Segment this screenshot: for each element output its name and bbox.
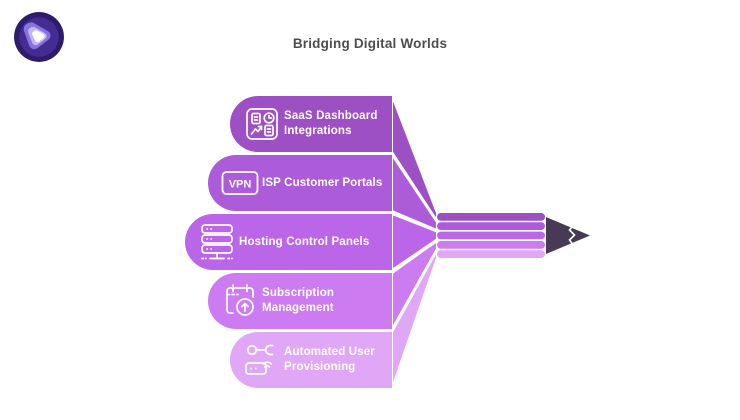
item-isp-customer-portals: VPN ISP Customer Portals	[208, 155, 392, 211]
item-automated-user-provisioning: Automated User Provisioning	[230, 332, 392, 388]
server-stack-icon	[195, 222, 239, 262]
brand-logo-graphic	[14, 12, 64, 62]
item-label: Automated User Provisioning	[284, 346, 375, 373]
brand-logo	[13, 11, 65, 63]
item-saas-dashboard-integrations: SaaS Dashboard Integrations	[230, 96, 392, 152]
pencil-stripe-5	[437, 250, 545, 258]
item-label: Hosting Control Panels	[239, 235, 370, 248]
pencil-tip	[546, 217, 590, 254]
svg-text:VPN: VPN	[229, 179, 252, 191]
pencil-stripe-4	[437, 241, 545, 249]
pencil-stripe-3	[437, 231, 545, 240]
calendar-upgrade-icon	[218, 282, 262, 320]
pencil-stripe-2	[437, 222, 545, 230]
funnel-2	[391, 151, 438, 232]
pencil-stripe-1	[437, 213, 545, 221]
robot-arm-icon	[240, 342, 284, 378]
vpn-badge-icon: VPN	[218, 169, 262, 197]
item-label: ISP Customer Portals	[262, 176, 383, 189]
item-label: Subscription Management	[262, 287, 335, 314]
pencil-tip-zigzag	[568, 224, 576, 247]
page-title: Bridging Digital Worlds	[292, 36, 448, 51]
item-subscription-management: Subscription Management	[208, 273, 392, 329]
funnel-5	[391, 249, 438, 389]
funnel-3	[391, 212, 438, 272]
item-label: SaaS Dashboard Integrations	[284, 110, 378, 137]
item-hosting-control-panels: Hosting Control Panels	[185, 214, 392, 270]
funnel-4	[391, 239, 438, 333]
dashboard-icon	[240, 107, 284, 141]
